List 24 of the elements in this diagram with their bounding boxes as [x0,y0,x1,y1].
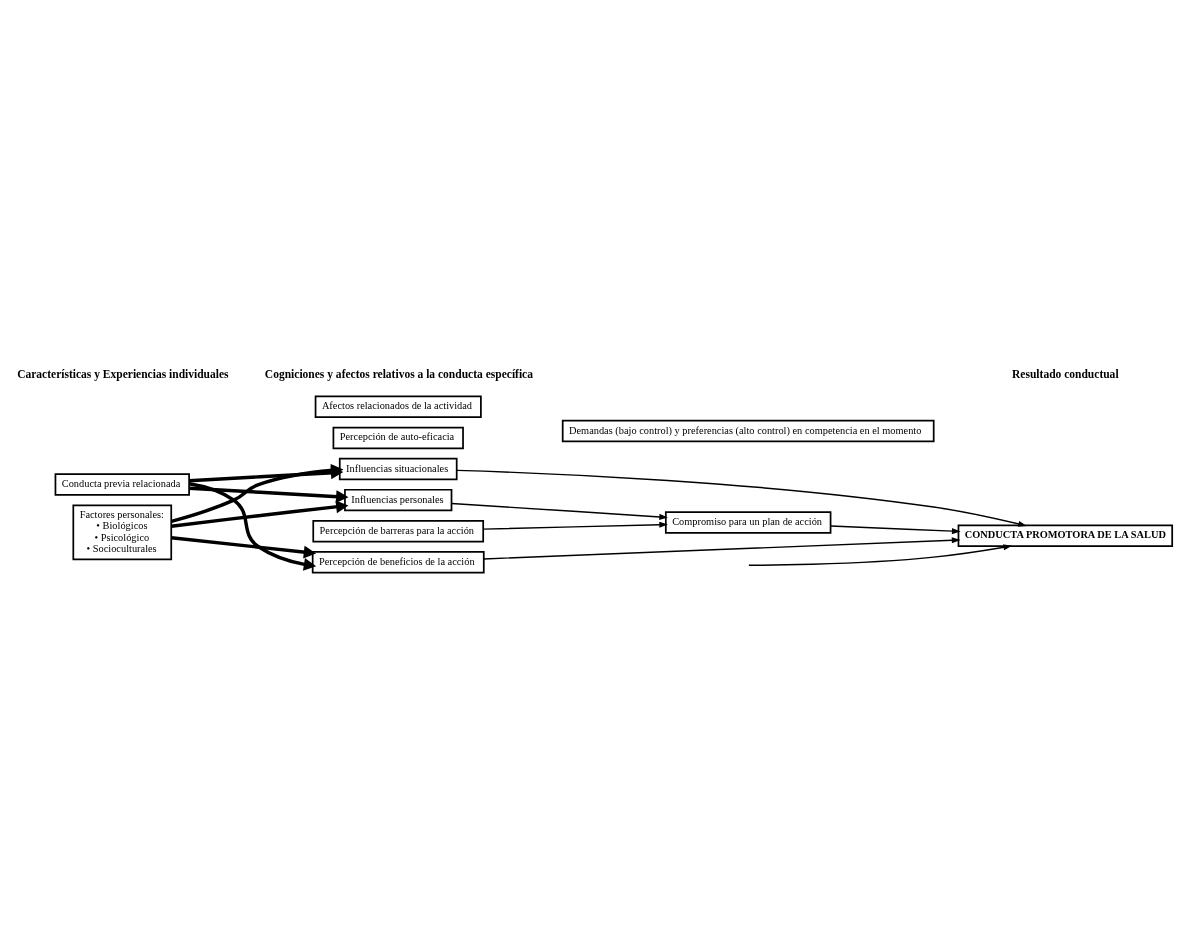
node-box: CONDUCTA PROMOTORA DE LA SALUD [957,524,1174,547]
label: Resultado conductual [1012,367,1119,380]
arrow [189,486,349,503]
node-box: Influencias situacionales [338,457,458,480]
node-box: Percepción de barreras para la acción [312,519,485,542]
arrow [188,481,317,571]
arrow [482,521,668,530]
node-box: Factores personales: • Biológicos • Psicológico • Socioculturales [72,503,173,560]
node-box: Influencias personales [344,488,453,511]
label: Cogniciones y afectos relativos a la conducta específica [264,367,533,380]
arrow [171,499,349,528]
node-box: Demandas (bajo control) y preferencias (alto control) en competencia en el momento [561,419,935,442]
node-box: Percepción de beneficios de la acción [311,550,485,574]
arrow [456,469,1027,527]
node-box: Afectos relacionados de la actividad [314,395,482,418]
arrow [748,543,1013,566]
label: Características y Experiencias individuales [17,367,229,380]
node-box: Conducta previa relacionada [54,472,190,496]
arrow [830,524,961,534]
arrow [483,536,961,560]
arrow [171,535,317,559]
node-box: Compromiso para un plan de acción [664,510,832,534]
arrow [450,502,668,520]
node-box: Percepción de auto-eficacia [332,426,464,449]
